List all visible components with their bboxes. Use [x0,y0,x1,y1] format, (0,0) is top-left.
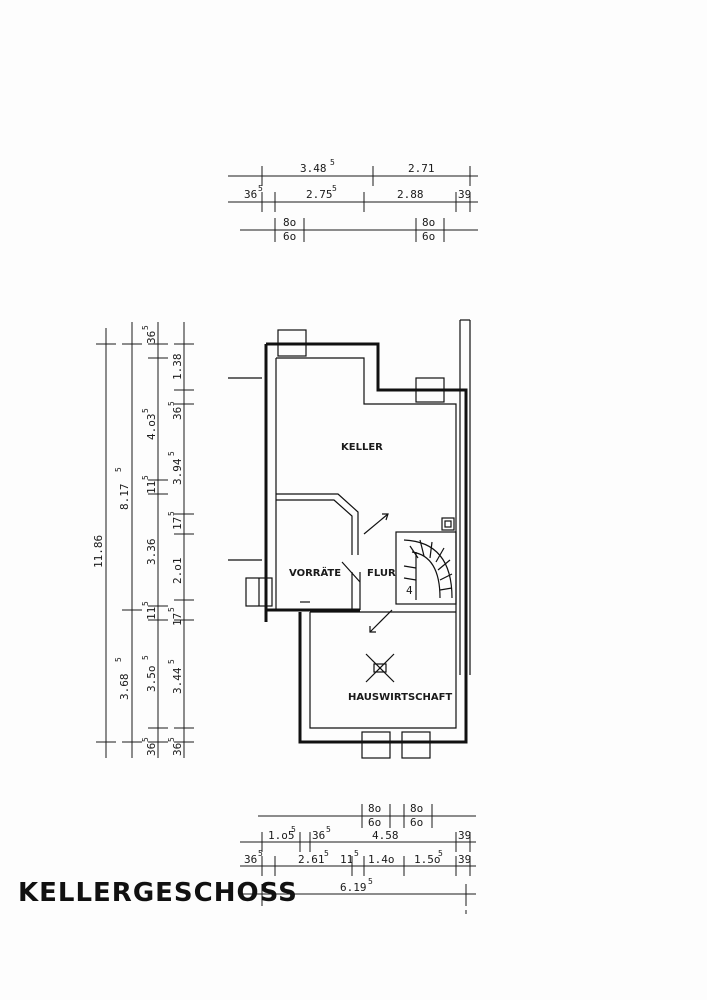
floor-drain-symbol [365,653,395,683]
svg-text:5: 5 [141,325,150,330]
svg-text:2.75: 2.75 [306,188,333,201]
left-dimension-chains: 11.86 8.17 5 3.68 5 36 5 4.o3 5 11 5 3.3… [92,322,194,758]
svg-text:5: 5 [330,158,335,167]
stair-marker: 4 [406,584,413,597]
svg-text:36: 36 [171,407,184,420]
svg-text:1.o5: 1.o5 [268,829,295,842]
svg-text:5: 5 [368,877,373,886]
svg-text:3.44: 3.44 [171,667,184,694]
room-label-flur: FLUR [367,568,396,579]
svg-text:6.19: 6.19 [340,881,367,894]
svg-text:6o: 6o [368,816,381,829]
svg-text:8o: 8o [410,802,423,815]
svg-text:36: 36 [145,331,158,344]
svg-text:17: 17 [171,613,184,626]
svg-text:5: 5 [258,184,263,193]
svg-text:5: 5 [141,737,150,742]
dim-top-3485: 3.48 [300,162,327,175]
svg-text:8o: 8o [368,802,381,815]
svg-text:4.58: 4.58 [372,829,399,842]
neighbour-wall [459,319,471,675]
svg-text:5: 5 [167,401,176,406]
svg-text:5: 5 [167,737,176,742]
svg-text:2.88: 2.88 [397,188,424,201]
svg-text:5: 5 [167,511,176,516]
svg-text:5: 5 [141,408,150,413]
svg-text:3.68: 3.68 [118,674,131,701]
svg-text:3.36: 3.36 [145,539,158,566]
svg-text:5: 5 [438,849,443,858]
drawing-title: KELLERGESCHOSS [18,878,298,908]
svg-text:5: 5 [354,849,359,858]
svg-text:36: 36 [145,743,158,756]
doors [341,513,393,633]
bottom-dimension-chains: 8o 6o 8o 6o 1.o5 5 36 5 4.58 39 36 5 2.6… [240,802,476,914]
svg-text:8.17: 8.17 [118,484,131,511]
room-label-keller: KELLER [341,442,383,453]
svg-text:36: 36 [244,188,257,201]
svg-text:5: 5 [167,659,176,664]
svg-text:36: 36 [312,829,325,842]
svg-text:39: 39 [458,829,471,842]
windows [245,329,445,759]
chimney-symbol [441,517,455,531]
svg-text:11: 11 [340,853,353,866]
svg-text:11: 11 [145,481,158,494]
svg-text:39: 39 [458,853,471,866]
svg-text:5: 5 [167,451,176,456]
svg-text:1.5o: 1.5o [414,853,441,866]
svg-text:5: 5 [141,475,150,480]
room-label-vorraete: VORRÄTE [289,565,341,579]
svg-text:39: 39 [458,188,471,201]
svg-text:17: 17 [171,517,184,530]
svg-text:8o: 8o [283,216,296,229]
svg-text:8o: 8o [422,216,435,229]
svg-text:1.4o: 1.4o [368,853,395,866]
room-label-hauswirtschaft: HAUSWIRTSCHAFT [348,692,452,703]
svg-text:5: 5 [258,849,263,858]
svg-text:2.61: 2.61 [298,853,325,866]
svg-text:5: 5 [141,655,150,660]
svg-text:5: 5 [332,184,337,193]
svg-text:36: 36 [171,743,184,756]
svg-text:5: 5 [141,601,150,606]
svg-text:2.o1: 2.o1 [171,558,184,585]
plan-walls [264,342,468,744]
svg-text:11.86: 11.86 [92,535,105,568]
svg-text:1.38: 1.38 [171,354,184,381]
svg-text:3.94: 3.94 [171,458,184,485]
svg-text:6o: 6o [283,230,296,243]
svg-text:11: 11 [145,607,158,620]
svg-text:5: 5 [114,657,123,662]
svg-text:6o: 6o [422,230,435,243]
svg-text:6o: 6o [410,816,423,829]
svg-text:5: 5 [114,467,123,472]
svg-text:4.o3: 4.o3 [145,414,158,441]
svg-text:5: 5 [324,849,329,858]
top-dimension-chain: 3.48 5 2.71 36 5 2.75 5 2.88 39 8o 6o 8o… [228,158,478,243]
svg-text:36: 36 [244,853,257,866]
section-markers [228,377,262,561]
dim-top-271: 2.71 [408,162,435,175]
svg-text:5: 5 [291,825,296,834]
svg-text:3.5o: 3.5o [145,666,158,693]
spiral-stair: 4 [403,539,453,600]
svg-text:5: 5 [167,607,176,612]
svg-text:5: 5 [326,825,331,834]
